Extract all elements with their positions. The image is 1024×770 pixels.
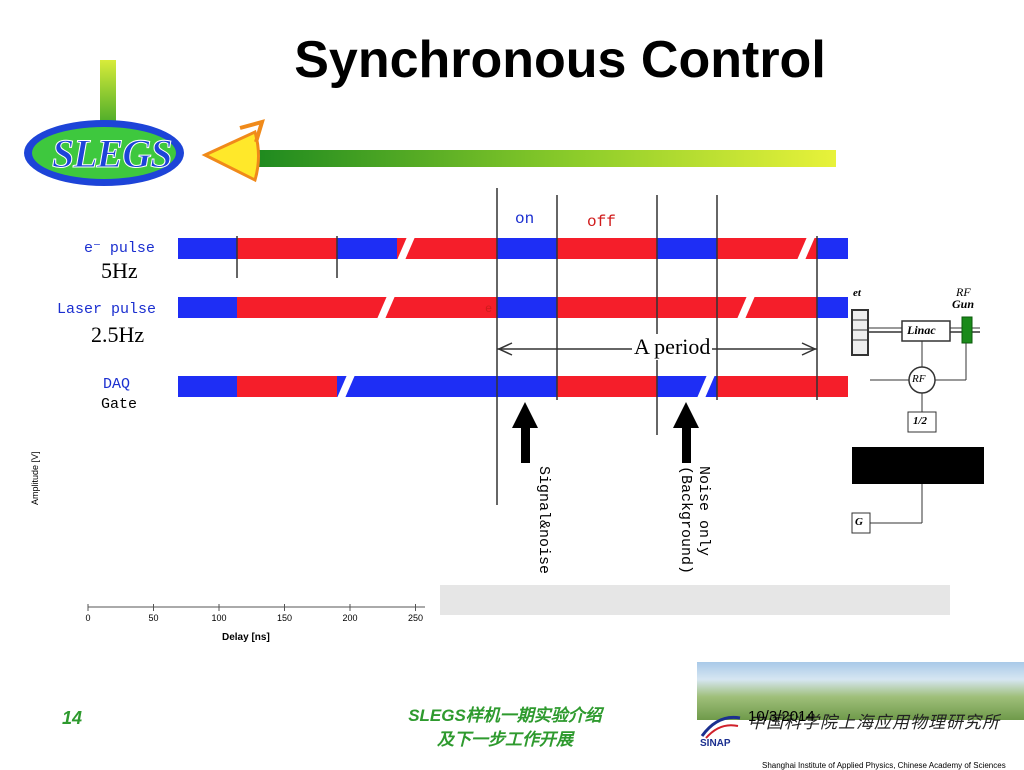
schematic-label-half: 1/2 [913,415,928,427]
schematic-label-linac: Linac [907,323,936,337]
slide-title: Synchronous Control [294,31,826,89]
background-plot-panel [440,585,950,615]
row-label-daq: DAQ [103,376,131,393]
pulse-segment-off [717,238,817,259]
axis-break-mark [797,237,815,260]
plot-xticks [87,604,416,611]
pulse-segment-on [178,376,237,397]
axis-break-mark [737,296,755,319]
background-plot-axis [87,604,425,611]
pulse-segment-on [817,238,848,259]
plot-xtick-label: 50 [148,613,159,623]
pulse-segment-on [178,238,237,259]
row-label-e-pulse: e⁻ pulse [84,240,155,257]
logo-ellipse-inner [32,127,176,179]
noise-only-label: Noise only(Background) [676,466,712,574]
plot-xtick-label: 150 [276,613,293,623]
slide-date: 10/3/2014 [748,708,815,725]
schematic-label-rf-top: RF [956,285,971,299]
plot-xtick-label: 100 [211,613,227,623]
pulse-segment-on [497,376,557,397]
noise-only-line2: (Background) [677,466,694,575]
phase-label-on: on [515,210,535,228]
pulse-segment-off [557,238,657,259]
pulse-segment-off [557,297,817,318]
pulse-segment-off [237,376,337,397]
accelerator-schematic: et RF Gun Linac RF 1/2 G [850,285,985,545]
schematic-label-gun: Gun [952,297,975,311]
schematic-label-rf: RF [912,373,926,385]
pulse-segment-on [497,238,557,259]
pulse-segment-on [178,297,237,318]
footer-title-line2: 及下一步工作开展 [437,730,573,749]
phase-label-off: off [587,213,616,231]
plot-xlabel: Delay [ns] [222,632,270,643]
row-label-laser-pulse: Laser pulse [57,301,157,318]
institute-banner-photo [697,662,1024,720]
stray-marker: e [485,302,493,316]
plot-xtick-label: 200 [342,613,358,623]
schematic-label-et: et [853,287,861,299]
pulse-segment-on [817,297,848,318]
row-label-gate: Gate [101,396,138,413]
pulse-segment-off [237,297,497,318]
row-freq-e-pulse: 5Hz [101,258,138,283]
page-number: 14 [62,708,83,728]
plot-xtick-label: 0 [85,613,91,623]
logo-arrow-icon [201,129,260,183]
axis-break-mark [377,296,395,319]
logo-vertical-bar [100,60,116,122]
institute-name-cn: 中国科学院上海应用物理研究所 [748,713,1000,733]
pulse-segment-on [497,297,557,318]
sinap-text: SINAP [700,738,731,749]
pulse-segment-off [397,238,497,259]
slegs-logo-graphic [24,60,836,186]
institute-name-en: Shanghai Institute of Applied Physics, C… [762,761,1006,770]
linac-components [851,309,984,534]
axis-break-mark [697,375,715,398]
signal-noise-label: Signal&noise [535,466,552,575]
row-freq-laser-pulse: 2.5Hz [91,322,145,347]
axis-break-mark [337,375,355,398]
footer-title: SLEGS样机一期实验介绍 及下一步工作开展 [360,704,650,752]
noise-arrow-icon [673,402,699,463]
schematic-label-g: G [855,516,863,528]
title-underline-bar [258,150,836,167]
noise-only-line1: Noise only [695,466,712,557]
axis-break-mark [397,237,415,260]
logo-text: SLEGS [52,131,173,177]
pulse-segment-on [337,376,497,397]
pulse-segment-on [337,238,397,259]
pulse-segment-on [657,238,717,259]
pulse-segment-off [237,238,337,259]
phase-divider-lines [236,188,818,505]
pulse-segment-off [557,376,657,397]
pulse-segment-off [717,376,848,397]
period-label: A period [632,334,713,360]
plot-xtick-label: 250 [407,613,424,623]
signal-arrow-icon [512,402,538,463]
sinap-logo-icon [700,712,742,740]
footer-title-line1: SLEGS样机一期实验介绍 [408,706,602,725]
